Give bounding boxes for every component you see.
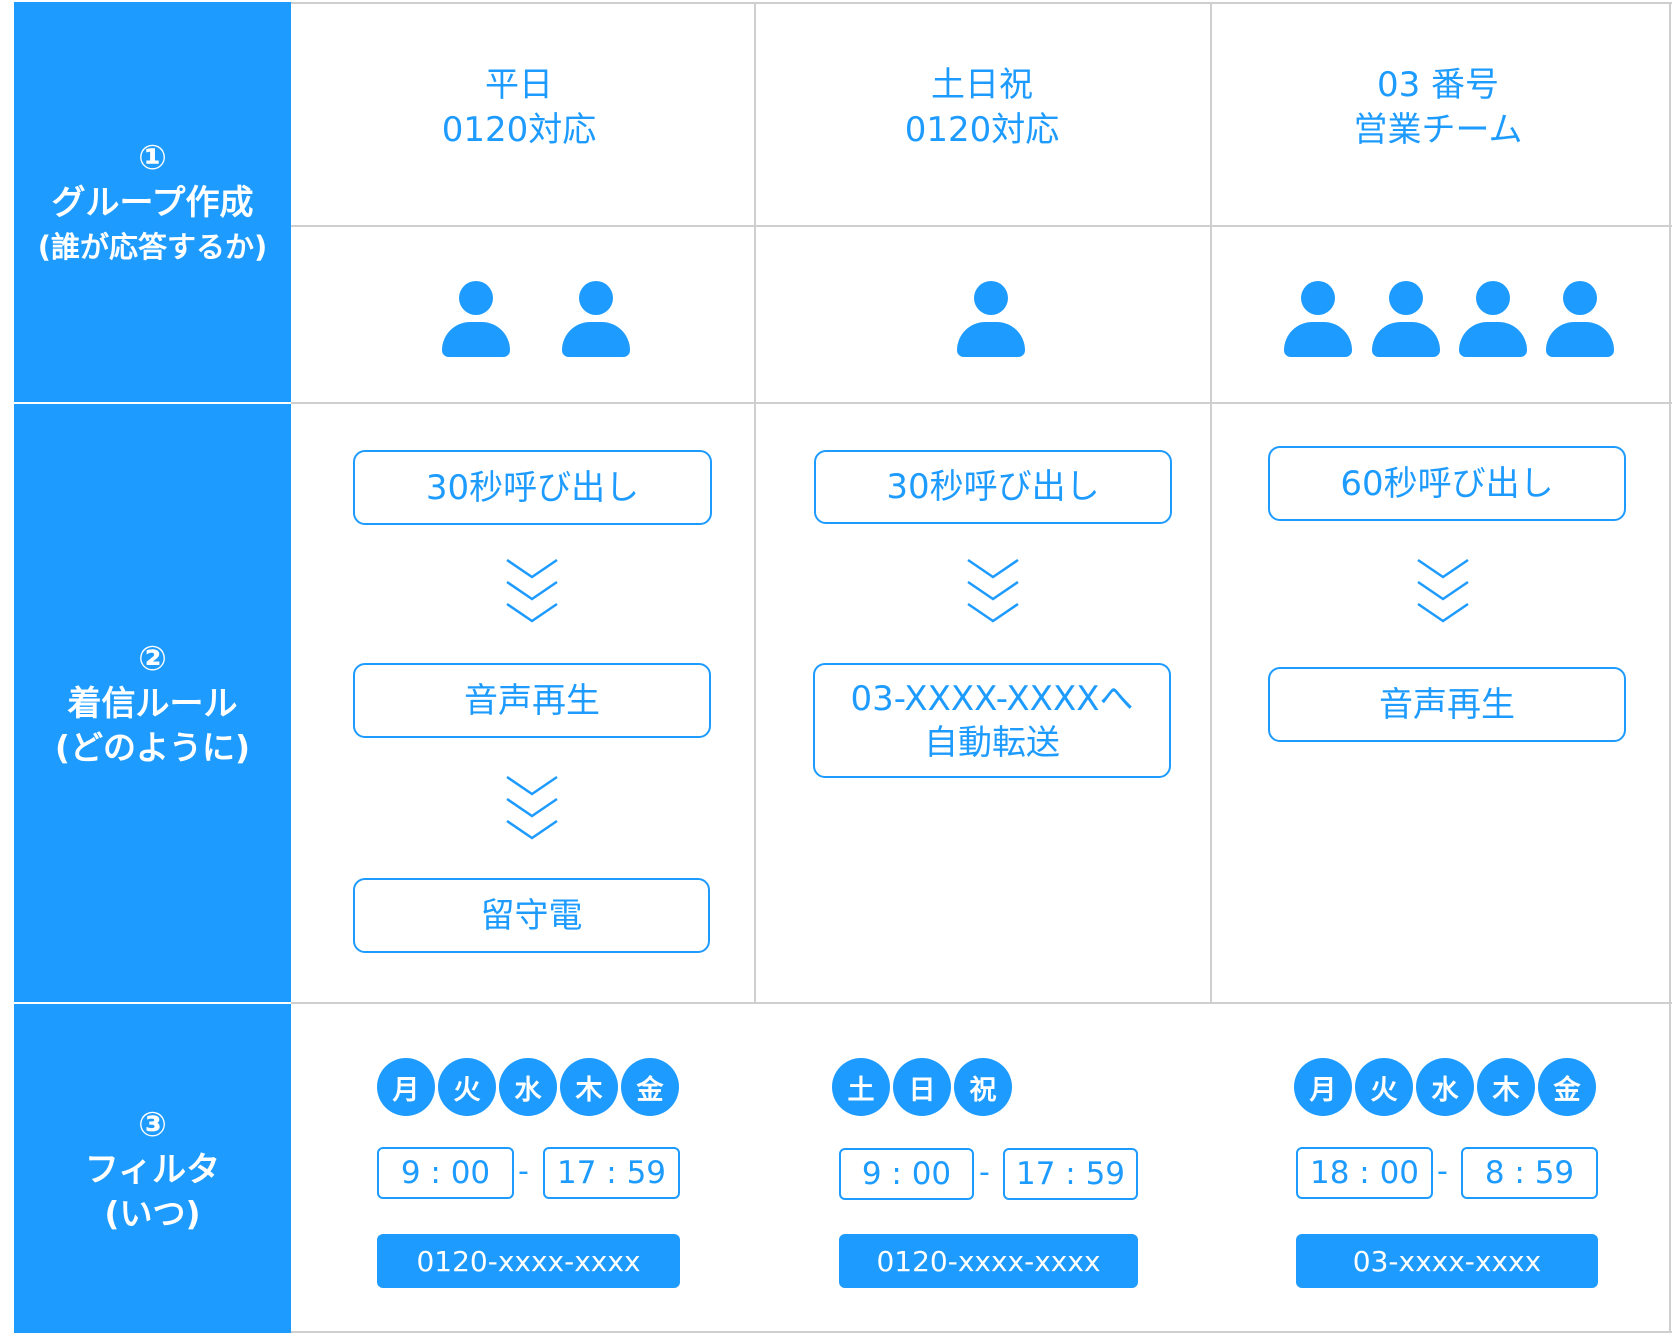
grid-line	[291, 225, 1672, 227]
phone-number-badge: 03-xxxx-xxxx	[1296, 1234, 1598, 1288]
day-badge: 水	[499, 1058, 557, 1116]
rule-step-ring: 30秒呼び出し	[353, 450, 712, 525]
grid-line	[291, 1331, 1672, 1333]
day-badge: 木	[560, 1058, 618, 1116]
row-header-group: ① グループ作成 (誰が応答するか)	[14, 2, 291, 402]
grid-line	[1669, 2, 1671, 1333]
rule-step-voice: 音声再生	[353, 663, 711, 738]
row-title: 着信ルール	[67, 684, 238, 724]
person-icon	[1284, 281, 1352, 361]
rule-step-ring: 30秒呼び出し	[814, 450, 1172, 524]
group-title-weekday: 平日 0120対応	[441, 65, 597, 150]
day-badge: 月	[377, 1058, 435, 1116]
row-number: ①	[138, 138, 167, 178]
start-time: 9 : 00	[839, 1148, 974, 1200]
end-time: 17 : 59	[1003, 1148, 1138, 1200]
grid-line	[754, 2, 756, 1002]
grid-line	[1210, 2, 1212, 1002]
group-title-weekend: 土日祝 0120対応	[904, 65, 1060, 150]
person-icon	[1372, 281, 1440, 361]
grid-line	[291, 2, 1672, 4]
end-time: 8 : 59	[1461, 1147, 1598, 1199]
row-number: ③	[138, 1104, 167, 1145]
grid-line	[291, 402, 1672, 404]
day-badge: 月	[1294, 1058, 1352, 1116]
chevron-down-icon	[506, 558, 558, 623]
row-title: グループ作成	[51, 183, 254, 223]
person-icon	[1546, 281, 1614, 361]
row-subtitle: (いつ)	[104, 1193, 201, 1233]
row-subtitle: (どのように)	[54, 728, 251, 767]
person-icon	[957, 281, 1025, 361]
person-icon	[442, 281, 510, 361]
rule-step-voice: 音声再生	[1268, 667, 1626, 742]
day-badge: 日	[893, 1058, 951, 1116]
rule-step-voicemail: 留守電	[353, 878, 710, 953]
phone-number-badge: 0120-xxxx-xxxx	[377, 1234, 680, 1288]
grid-line	[291, 1002, 1672, 1004]
chevron-down-icon	[1417, 558, 1469, 623]
chevron-down-icon	[506, 775, 558, 840]
phone-number-badge: 0120-xxxx-xxxx	[839, 1234, 1138, 1288]
time-separator: -	[518, 1154, 529, 1189]
row-header-filter: ③ フィルタ (いつ)	[14, 1004, 291, 1333]
person-icon	[562, 281, 630, 361]
person-icon	[1459, 281, 1527, 361]
end-time: 17 : 59	[543, 1147, 680, 1199]
start-time: 18 : 00	[1296, 1147, 1433, 1199]
day-badge: 火	[1355, 1058, 1413, 1116]
rule-step-ring: 60秒呼び出し	[1268, 446, 1626, 521]
day-badge: 水	[1416, 1058, 1474, 1116]
row-header-rule: ② 着信ルール (どのように)	[14, 404, 291, 1002]
time-separator: -	[1437, 1154, 1448, 1189]
day-badge: 土	[832, 1058, 890, 1116]
day-badge: 金	[1538, 1058, 1596, 1116]
day-badge: 木	[1477, 1058, 1535, 1116]
start-time: 9 : 00	[377, 1147, 514, 1199]
time-separator: -	[979, 1155, 990, 1190]
row-subtitle: (誰が応答するか)	[37, 230, 268, 264]
day-badge: 金	[621, 1058, 679, 1116]
rule-step-forward: 03-XXXX-XXXXへ 自動転送	[813, 663, 1171, 778]
day-badge: 火	[438, 1058, 496, 1116]
chevron-down-icon	[967, 558, 1019, 623]
row-number: ②	[138, 639, 167, 679]
day-badge: 祝	[954, 1058, 1012, 1116]
group-title-sales: 03 番号 営業チーム	[1353, 65, 1523, 150]
row-title: フィルタ	[84, 1149, 221, 1190]
